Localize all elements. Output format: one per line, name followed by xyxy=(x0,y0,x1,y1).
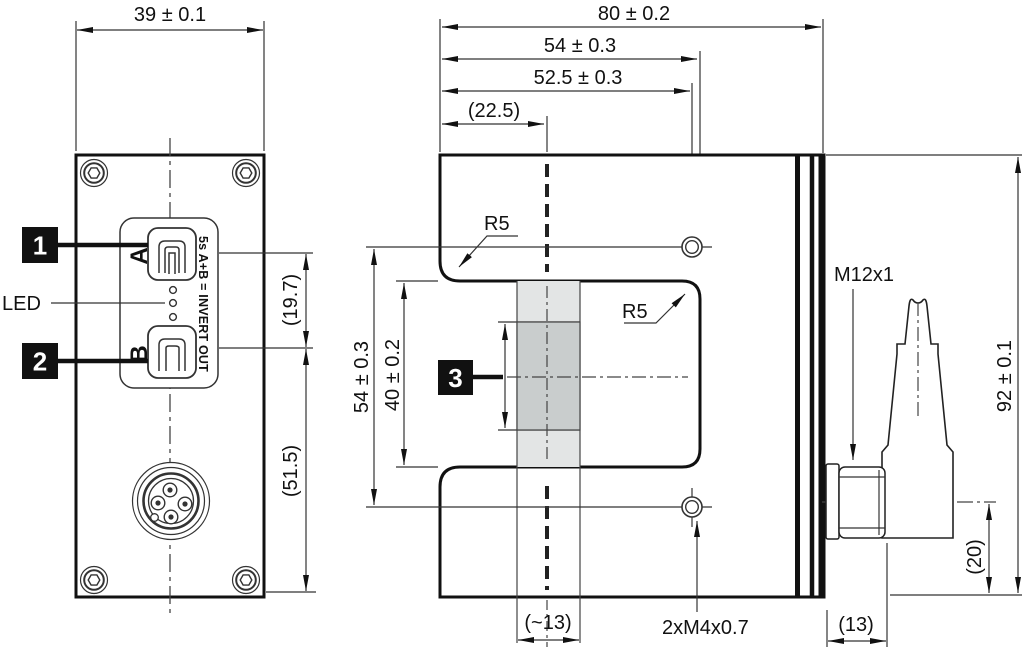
callout-3-box xyxy=(438,360,473,395)
button-b-fork-gap-icon-inner xyxy=(165,345,180,371)
button-a-label-bar-icon xyxy=(168,252,176,274)
led-label: LED xyxy=(2,293,41,315)
fork-housing-outline xyxy=(438,153,826,599)
detection-zone xyxy=(516,321,581,431)
dim-text-total-width: 80 ± 0.2 xyxy=(598,3,670,25)
left-view-front: 39 ± 0.1 A B 5s A+B = INVERT OUT 1 xyxy=(2,4,316,617)
dim-text-strip-width: (~13) xyxy=(524,612,571,634)
connector-thread-label: M12x1 xyxy=(834,264,894,286)
connector-pins-icon xyxy=(150,482,193,525)
button-a-fork-label-icon-inner xyxy=(164,246,180,273)
button-a-letter: A xyxy=(126,247,153,264)
torx-screw-icon xyxy=(79,158,109,188)
callout-2-number: 2 xyxy=(33,347,47,377)
teach-button-b[interactable] xyxy=(147,325,197,379)
callout-1-number: 1 xyxy=(33,231,47,261)
dim-text-slot-height: 40 ± 0.2 xyxy=(382,339,404,411)
keyway-notch-icon xyxy=(150,513,159,522)
mounting-thread-label: 2xM4x0.7 xyxy=(662,617,749,639)
dim-text-width: 39 ± 0.1 xyxy=(134,4,206,26)
torx-screw-icon xyxy=(231,565,261,595)
dim-text-hole-offset: 52.5 ± 0.3 xyxy=(534,67,623,89)
dim-text-slot-depth: 54 ± 0.3 xyxy=(544,35,616,57)
radius-inner-leader xyxy=(624,293,686,324)
radius-inner-label: R5 xyxy=(622,301,648,323)
callout-3-number: 3 xyxy=(448,363,462,393)
radius-outer-label: R5 xyxy=(484,213,510,235)
dim-text-lower-section: (51.5) xyxy=(280,445,302,497)
button-b-letter: B xyxy=(126,345,153,362)
dim-text-connector-axis: (20) xyxy=(964,539,986,575)
panel-instruction-text: 5s A+B = INVERT OUT xyxy=(196,236,210,372)
dim-text-height: 92 ± 0.1 xyxy=(994,340,1016,412)
right-view-fork: 80 ± 0.2 54 ± 0.3 52.5 ± 0.3 (22.5) xyxy=(351,3,826,647)
teach-button-a[interactable] xyxy=(147,227,197,281)
dim-text-hole-spacing: 54 ± 0.3 xyxy=(351,341,373,413)
connector-side: M12x1 92 ± 0.1 (20) (13) xyxy=(822,154,1022,647)
dim-text-button-spacing: (19.7) xyxy=(280,274,302,326)
radius-outer-leader xyxy=(458,235,518,268)
connector-nut-icon xyxy=(838,466,886,539)
led-indicator-icon xyxy=(168,298,178,308)
mounting-hole-icon-inner xyxy=(685,500,700,515)
button-a-fork-label-icon xyxy=(158,240,186,273)
callout-2-box xyxy=(22,343,58,379)
button-b-fork-gap-icon xyxy=(158,338,186,371)
torx-screw-icon xyxy=(231,158,261,188)
dim-text-strip-center: (22.5) xyxy=(468,100,520,122)
dim-text-connector-length: (13) xyxy=(838,614,874,636)
callout-1-box xyxy=(22,227,58,263)
connector-flange-icon xyxy=(825,463,840,540)
led-indicator-icon xyxy=(168,285,178,295)
mounting-hole-icon-inner xyxy=(685,239,700,254)
torx-screw-icon xyxy=(79,565,109,595)
m12-connector-front-icon xyxy=(131,461,211,541)
led-indicator-icon xyxy=(168,312,178,322)
